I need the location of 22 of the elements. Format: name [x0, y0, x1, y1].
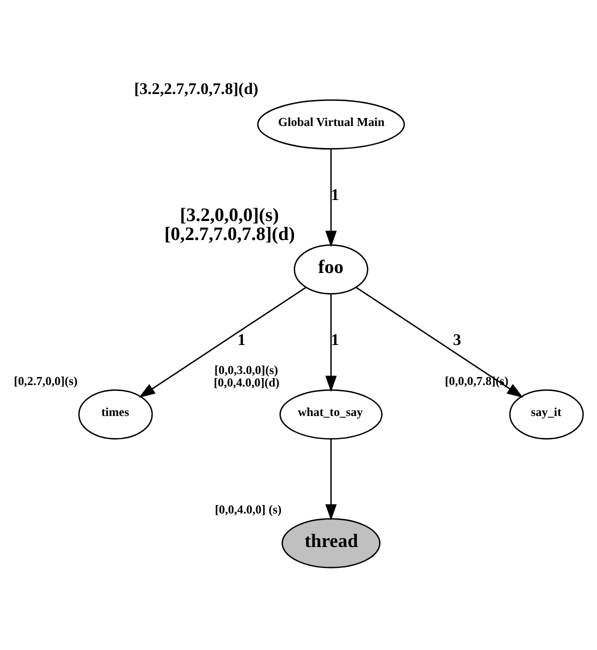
node-label: [0,0,3.0,0](s) — [214, 363, 278, 378]
edge-label: 1 — [331, 330, 340, 349]
node-ellipse: Global Virtual Main — [257, 99, 405, 150]
arrow — [356, 286, 524, 398]
node-label: [0,2.7,7.0,7.8](d) — [164, 224, 296, 245]
node-label: [0,0,4.0,0](d) — [214, 375, 280, 390]
arrow — [325, 294, 337, 392]
node-label: [0,2.7,0,0](s) — [14, 374, 78, 388]
node-ellipse: thread — [282, 518, 380, 568]
edge-label: 3 — [452, 330, 462, 349]
node-label: [3.2,0,0,0](s) — [180, 204, 279, 226]
node-ellipse: say_it — [509, 389, 584, 440]
arrow — [325, 149, 337, 248]
arrow — [138, 286, 306, 398]
arrow — [325, 438, 337, 520]
node-ellipse: times — [78, 389, 153, 440]
node-ellipse: foo — [294, 244, 368, 294]
node-label: [3.2,2.7,7.0,7.8](d) — [134, 80, 258, 98]
node-label: [0,0,4.0,0] (s) — [214, 502, 282, 517]
node-ellipse: what_to_say — [279, 389, 383, 440]
edge-label: 1 — [331, 186, 340, 204]
edge-label: 1 — [238, 330, 246, 349]
